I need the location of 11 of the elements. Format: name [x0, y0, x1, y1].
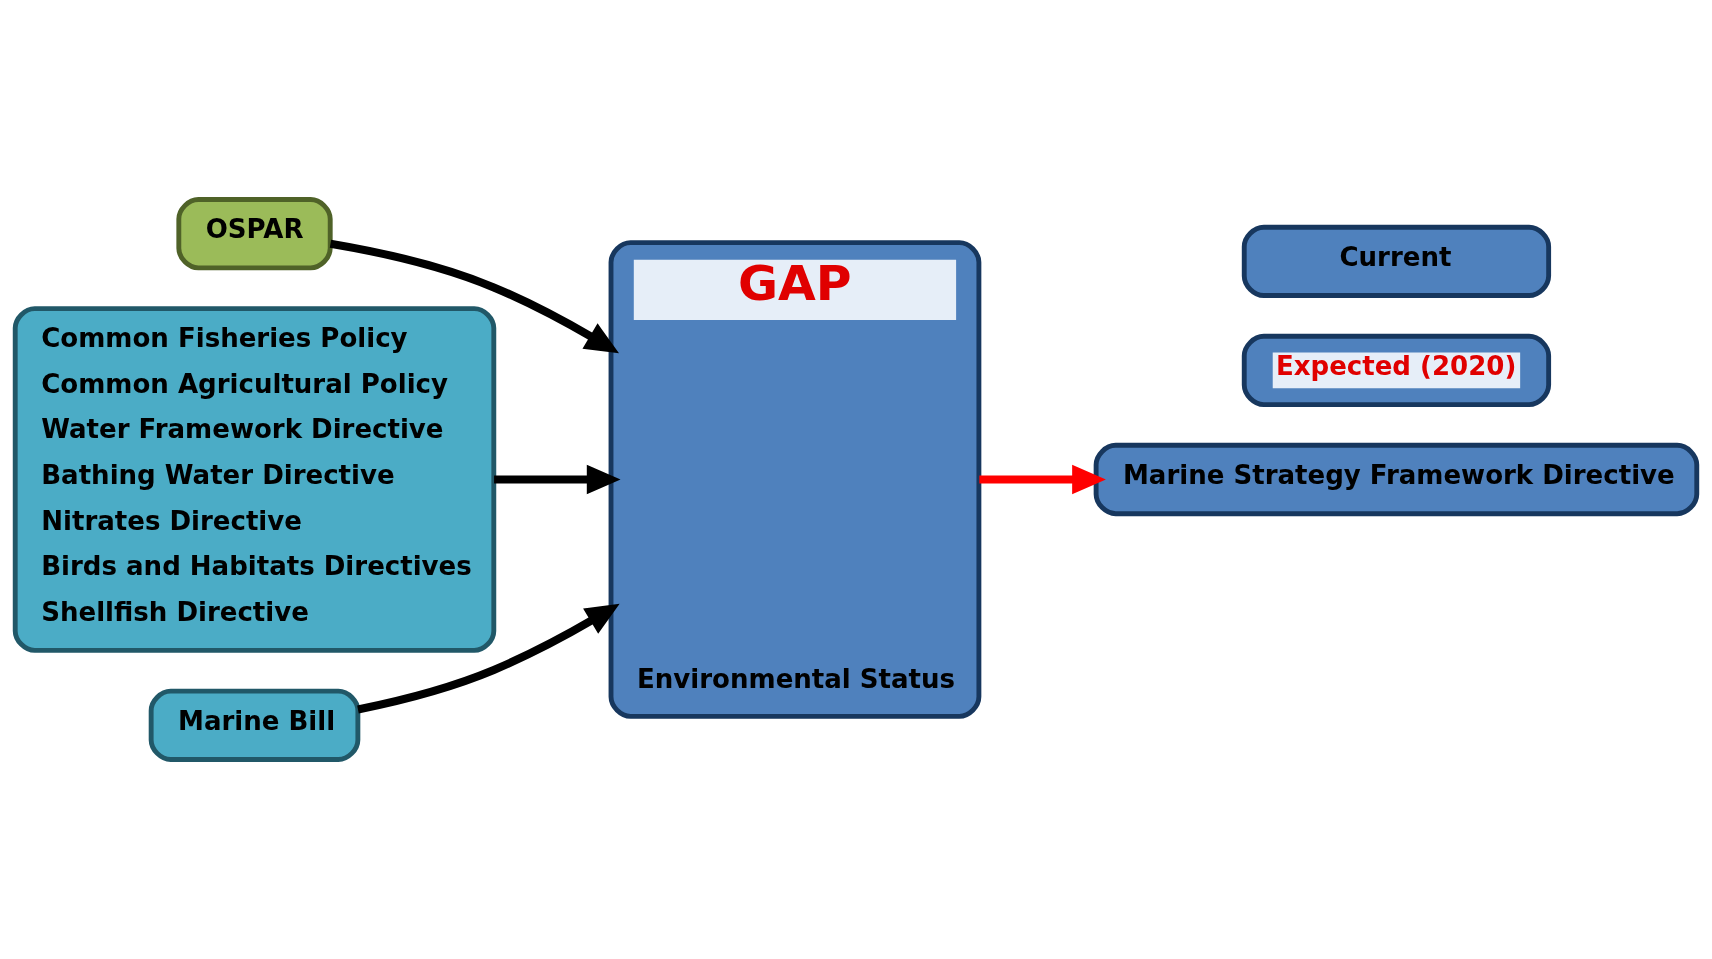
arrow	[979, 464, 1106, 495]
node-box: Marine Strategy Framework Directive	[1093, 442, 1700, 517]
node-box: Expected (2020)	[1241, 333, 1552, 408]
node-box: GAP Environmental Status	[608, 240, 982, 719]
node-box: OSPAR	[176, 197, 333, 271]
arrow	[357, 603, 620, 714]
arrow	[329, 239, 619, 354]
node-box: Common Fisheries Policy Common Agricultural Policy Water Framework Directive Bathing Water Directive Nitrates Directive Birds and Habitats Directives Shellfish Directive	[12, 306, 497, 653]
node-box: Marine Bill	[148, 688, 361, 762]
node-box: Current	[1241, 224, 1552, 298]
arrow	[494, 464, 621, 495]
